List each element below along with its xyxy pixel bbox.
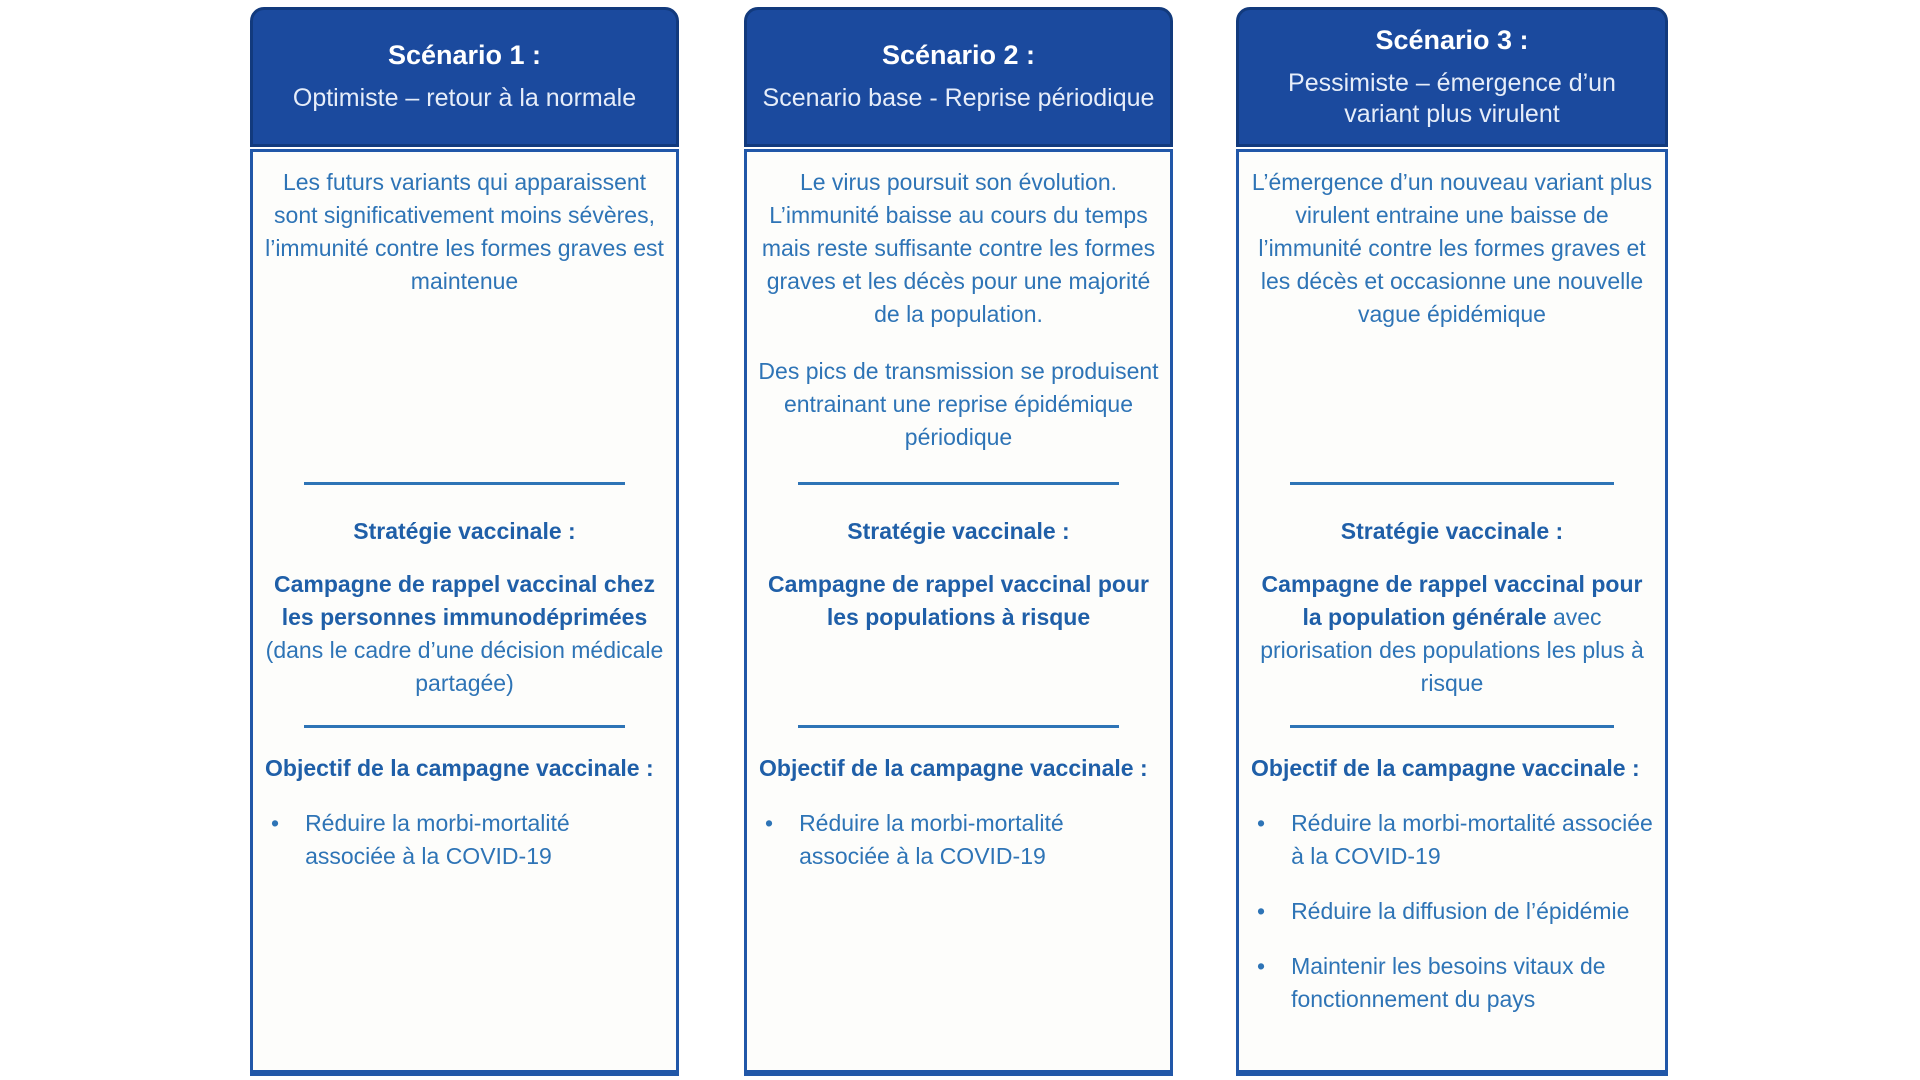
objective-item: • Réduire la morbi-mortalité associée à … (1257, 807, 1653, 873)
card-header: Scénario 3 : Pessimiste – émergence d’un… (1236, 7, 1668, 147)
section-divider (797, 725, 1120, 728)
objective-heading: Objectif de la campagne vaccinale : (759, 755, 1148, 781)
card-title: Scénario 2 : (881, 40, 1036, 70)
scenario-description: Les futurs variants qui apparaissent son… (253, 152, 676, 482)
section-divider (797, 482, 1120, 485)
section-divider (303, 482, 626, 485)
intro-paragraph: L’émergence d’un nouveau variant plus vi… (1251, 169, 1653, 327)
scenario-description: Le virus poursuit son évolution. L’immun… (747, 152, 1170, 482)
intro-paragraph: Des pics de transmission se produisent e… (758, 358, 1159, 450)
strategy-section: Stratégie vaccinale : Campagne de rappel… (253, 485, 676, 725)
strategy-heading: Stratégie vaccinale : (353, 518, 576, 544)
objective-item: • Maintenir les besoins vitaux de foncti… (1257, 950, 1653, 1016)
strategy-heading: Stratégie vaccinale : (1340, 518, 1564, 544)
objective-list: • Réduire la morbi-mortalité associée à … (1251, 807, 1653, 1016)
card-subtitle: Pessimiste – émergence d’un variant plus… (1288, 68, 1616, 128)
strategy-bold-text: Campagne de rappel vaccinal pour la popu… (1261, 571, 1643, 630)
objective-heading: Objectif de la campagne vaccinale : (1251, 755, 1640, 781)
intro-paragraph: Le virus poursuit son évolution. L’immun… (761, 169, 1156, 327)
objective-heading: Objectif de la campagne vaccinale : (265, 755, 654, 781)
strategy-regular-text: avec priorisation des populations les pl… (1260, 604, 1644, 696)
objective-text: Maintenir les besoins vitaux de fonction… (1291, 953, 1606, 1012)
objective-section: Objectif de la campagne vaccinale : • Ré… (253, 728, 676, 1070)
strategy-bold-text: Campagne de rappel vaccinal chez les per… (274, 571, 655, 630)
objective-item: • Réduire la morbi-mortalité associée à … (271, 807, 664, 873)
bullet-icon: • (1257, 953, 1266, 979)
card-title: Scénario 1 : (387, 40, 542, 70)
strategy-bold-text: Campagne de rappel vaccinal pour les pop… (768, 571, 1149, 630)
intro-paragraph: Les futurs variants qui apparaissent son… (265, 169, 664, 294)
card-body: Les futurs variants qui apparaissent son… (250, 149, 679, 1076)
scenario-description: L’émergence d’un nouveau variant plus vi… (1239, 152, 1665, 482)
strategy-heading: Stratégie vaccinale : (847, 518, 1070, 544)
bullet-icon: • (765, 810, 774, 836)
objective-text: Réduire la morbi-mortalité associée à la… (799, 810, 1064, 869)
section-divider (303, 725, 626, 728)
objective-item: • Réduire la morbi-mortalité associée à … (765, 807, 1158, 873)
card-body: L’émergence d’un nouveau variant plus vi… (1236, 149, 1668, 1076)
card-subtitle: Optimiste – retour à la normale (292, 84, 637, 112)
objective-list: • Réduire la morbi-mortalité associée à … (265, 807, 664, 873)
section-divider (1290, 482, 1614, 485)
strategy-section: Stratégie vaccinale : Campagne de rappel… (747, 485, 1170, 725)
strategy-text: Campagne de rappel vaccinal pour les pop… (757, 568, 1160, 634)
bullet-icon: • (1257, 810, 1266, 836)
objective-section: Objectif de la campagne vaccinale : • Ré… (747, 728, 1170, 1070)
strategy-text: Campagne de rappel vaccinal pour la popu… (1249, 568, 1655, 700)
scenario-card-1: Scénario 1 : Optimiste – retour à la nor… (250, 7, 679, 1076)
section-divider (1290, 725, 1614, 728)
objective-section: Objectif de la campagne vaccinale : • Ré… (1239, 728, 1665, 1070)
strategy-text: Campagne de rappel vaccinal chez les per… (263, 568, 666, 700)
objective-text: Réduire la morbi-mortalité associée à la… (1291, 810, 1653, 869)
scenario-card-2: Scénario 2 : Scenario base - Reprise pér… (744, 7, 1173, 1076)
card-subtitle: Scenario base - Reprise périodique (762, 84, 1155, 112)
bullet-icon: • (1257, 898, 1266, 924)
card-header: Scénario 1 : Optimiste – retour à la nor… (250, 7, 679, 147)
objective-text: Réduire la diffusion de l’épidémie (1291, 898, 1630, 924)
strategy-regular-text: (dans le cadre d’une décision médicale p… (265, 637, 664, 696)
objective-list: • Réduire la morbi-mortalité associée à … (759, 807, 1158, 873)
card-body: Le virus poursuit son évolution. L’immun… (744, 149, 1173, 1076)
bullet-icon: • (271, 810, 280, 836)
card-header: Scénario 2 : Scenario base - Reprise pér… (744, 7, 1173, 147)
strategy-section: Stratégie vaccinale : Campagne de rappel… (1239, 485, 1665, 725)
objective-item: • Réduire la diffusion de l’épidémie (1257, 895, 1653, 928)
card-title: Scénario 3 : (1375, 24, 1529, 55)
scenario-card-3: Scénario 3 : Pessimiste – émergence d’un… (1236, 7, 1668, 1076)
objective-text: Réduire la morbi-mortalité associée à la… (305, 810, 570, 869)
